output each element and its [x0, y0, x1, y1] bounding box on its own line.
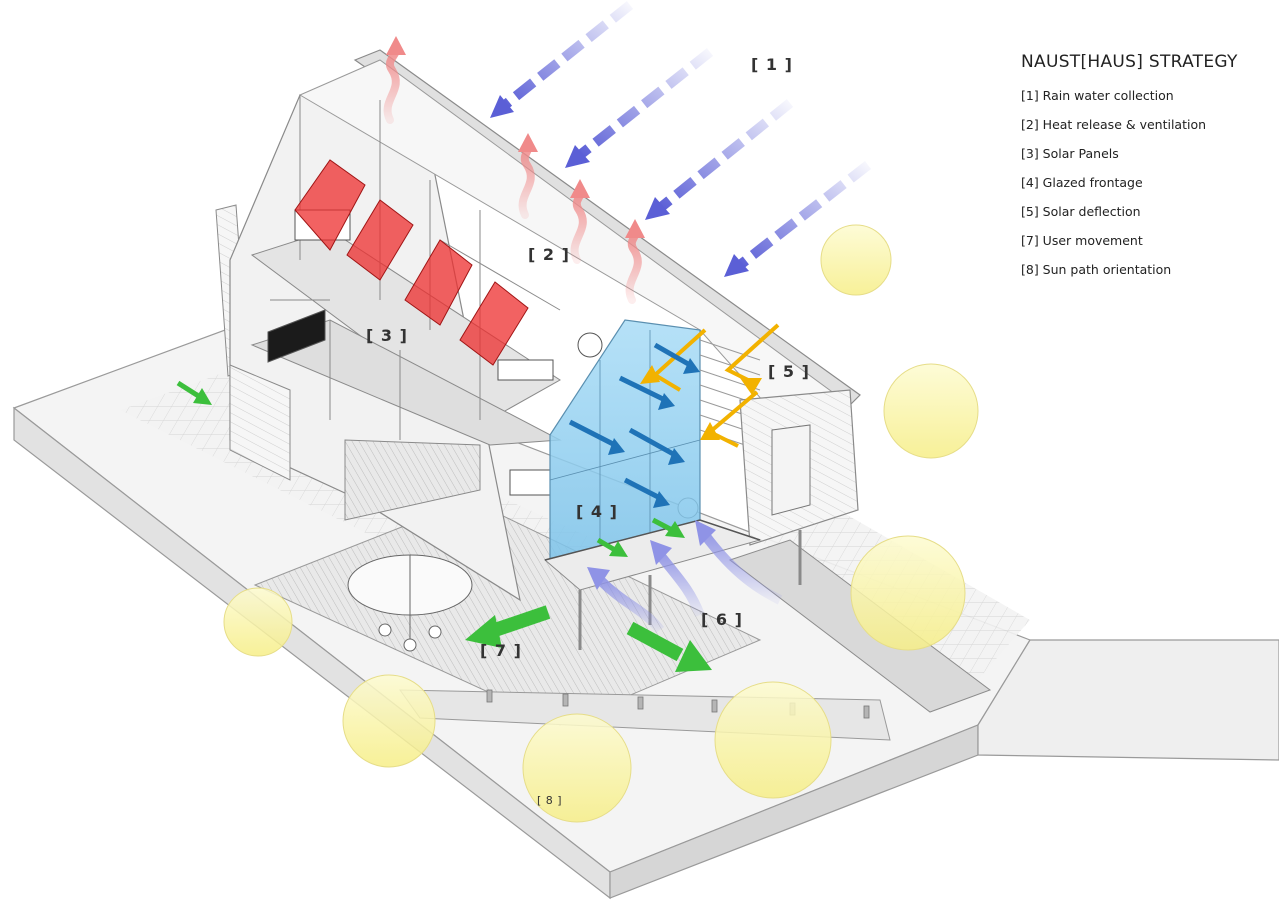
solar-panel [294, 159, 366, 251]
sun-icon [820, 224, 892, 296]
movement-arrow-icon [176, 380, 212, 405]
movement-arrow-icon [626, 621, 712, 672]
light-arrow-icon [623, 477, 670, 508]
solar-panel [404, 239, 473, 326]
rain-arrow-icon [724, 161, 872, 277]
callout-1: [ 1 ] [751, 55, 793, 74]
heat-arrow-icon [625, 219, 645, 304]
annex-window [771, 424, 811, 516]
legend-title: NAUST[HAUS] STRATEGY [1021, 52, 1238, 72]
deflection-arrows [640, 323, 780, 448]
interior-light-arrows [568, 342, 700, 508]
rain-arrow-icon [565, 48, 714, 168]
ventilation-arrow-icon [587, 567, 664, 634]
legend-item: [1] Rain water collection [1021, 88, 1174, 103]
sun-icon [522, 713, 632, 823]
solar-panels [294, 159, 529, 366]
movement-arrow-icon [651, 517, 685, 538]
callout-2: [ 2 ] [528, 245, 570, 264]
movement-arrows [176, 380, 712, 672]
ventilation-arrows [587, 520, 783, 634]
left-cladding [229, 364, 291, 481]
callout-5: [ 5 ] [768, 362, 810, 381]
solar-deflection-arrow-icon [724, 323, 780, 395]
heat-arrow-icon [570, 179, 590, 264]
solar-panel [346, 199, 414, 281]
movement-arrow-icon [465, 605, 551, 648]
legend: NAUST[HAUS] STRATEGY [1] Rain water coll… [1021, 52, 1238, 291]
sun-icon [714, 681, 832, 799]
legend-item: [2] Heat release & ventilation [1021, 117, 1207, 132]
deck [253, 499, 762, 726]
light-arrow-icon [568, 419, 625, 455]
site-slab-right [977, 639, 1279, 761]
light-arrow-icon [628, 427, 685, 465]
legend-list: [1] Rain water collection [2] Heat relea… [1021, 88, 1238, 291]
movement-arrow-icon [596, 537, 628, 557]
heat-arrow-icon [383, 36, 406, 124]
callout-4: [ 4 ] [576, 502, 618, 521]
callout-8: [ 8 ] [537, 794, 563, 807]
sun-icon [223, 587, 293, 657]
solar-panel [459, 281, 529, 366]
ventilation-arrow-icon [695, 520, 783, 605]
callout-7: [ 7 ] [480, 641, 522, 660]
sun-icon [883, 363, 979, 459]
light-arrow-icon [653, 342, 700, 374]
sun-icon [342, 674, 436, 768]
rain-arrows [490, 1, 872, 277]
legend-item: [5] Solar deflection [1021, 204, 1141, 219]
ventilation-arrow-icon [650, 540, 705, 617]
legend-item: [8] Sun path orientation [1021, 262, 1172, 277]
legend-item: [4] Glazed frontage [1021, 175, 1143, 190]
rain-arrow-icon [490, 1, 634, 118]
solar-deflection-arrow-icon [640, 328, 707, 392]
glazing-mullions [549, 330, 701, 548]
heat-arrows [383, 36, 645, 304]
callout-3: [ 3 ] [366, 326, 408, 345]
sun-icon [850, 535, 966, 651]
heat-arrow-icon [518, 133, 538, 219]
legend-item: [7] User movement [1021, 233, 1143, 248]
sun-path [223, 224, 979, 823]
solar-deflection-arrow-icon [700, 390, 759, 448]
legend-item: [3] Solar Panels [1021, 146, 1119, 161]
patio-umbrella [347, 554, 473, 652]
rain-arrow-icon [645, 99, 794, 220]
channel [728, 539, 992, 713]
balcony-rail [544, 519, 761, 561]
light-arrow-icon [618, 375, 675, 410]
stair-hatch [344, 439, 481, 521]
callout-6: [ 6 ] [701, 610, 743, 629]
